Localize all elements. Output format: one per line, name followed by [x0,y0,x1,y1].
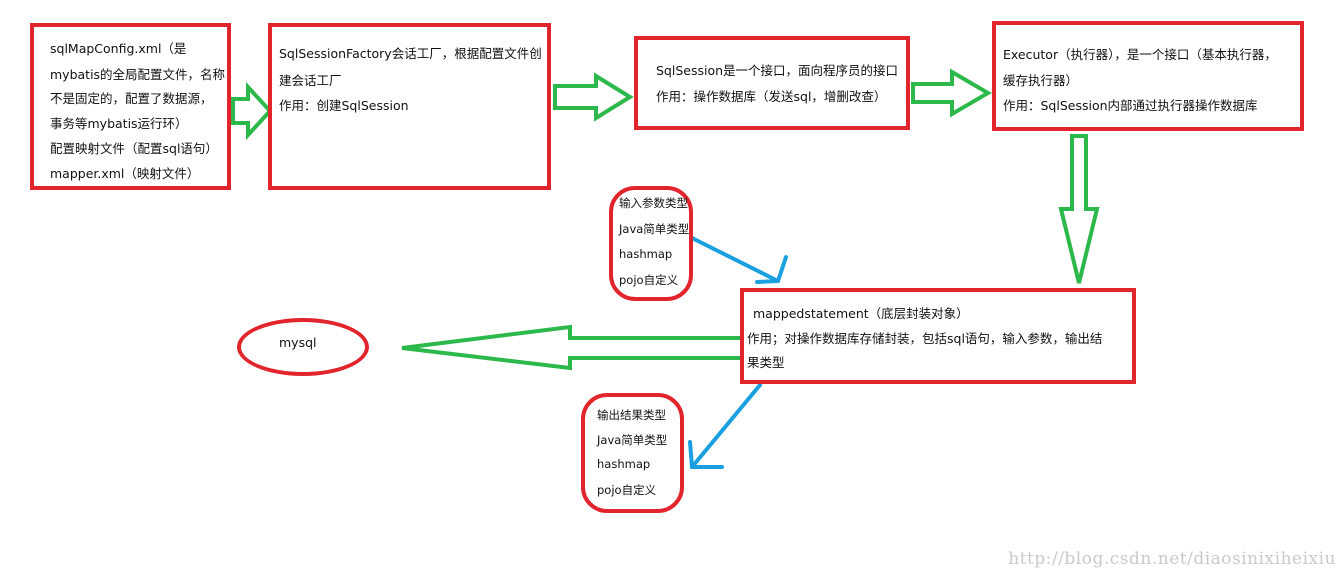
input-line-4: pojo自定义 [619,273,679,287]
mapped-statement-box: mappedstatement（底层封装对象） 作用；对操作数据库存储封装，包括… [740,288,1136,384]
arrow-session-to-executor [911,68,992,118]
input-type-oval: 输入参数类型 Java简单类型 hashmap pojo自定义 [609,186,693,301]
arrow-mapped-to-mysql [401,324,747,371]
config-line-2: mybatis的全局配置文件，名称 [50,67,226,82]
mysql-label: mysql [279,335,317,350]
factory-box: SqlSessionFactory会话工厂，根据配置文件创 建会话工厂 作用：创… [268,23,551,190]
executor-box: Executor（执行器），是一个接口（基本执行器， 缓存执行器） 作用：Sql… [992,21,1304,131]
config-line-5: 配置映射文件（配置sql语句） [50,141,218,156]
output-line-2: Java简单类型 [597,433,668,447]
input-line-1: 输入参数类型 [619,196,688,210]
executor-line-3: 作用：SqlSession内部通过执行器操作数据库 [1003,98,1258,113]
executor-line-1: Executor（执行器），是一个接口（基本执行器， [1003,47,1277,62]
input-line-3: hashmap [619,247,673,261]
input-line-2: Java简单类型 [619,222,690,236]
factory-line-2: 建会话工厂 [279,73,342,88]
arrow-mapped-to-output [688,383,762,469]
output-type-oval: 输出结果类型 Java简单类型 hashmap pojo自定义 [581,393,684,513]
arrow-executor-to-mapped [1058,134,1100,284]
factory-line-1: SqlSessionFactory会话工厂，根据配置文件创 [279,46,542,61]
config-line-4: 事务等mybatis运行环） [50,116,188,131]
session-line-2: 作用：操作数据库（发送sql，增删改查） [656,89,887,104]
mapped-line-1: mappedstatement（底层封装对象） [753,306,969,321]
arrow-input-to-mapped [690,236,788,284]
session-line-1: SqlSession是一个接口，面向程序员的接口 [656,63,899,78]
output-line-3: hashmap [597,457,651,471]
mapped-line-2: 作用；对操作数据库存储封装，包括sql语句，输入参数，输出结 [747,331,1103,346]
mapped-line-3: 果类型 [747,355,785,370]
output-line-1: 输出结果类型 [597,408,666,422]
config-line-3: 不是固定的，配置了数据源， [50,91,213,106]
arrow-factory-to-session [553,72,634,122]
config-line-6: mapper.xml（映射文件） [50,166,200,181]
arrow-config-to-factory [231,81,273,141]
config-line-1: sqlMapConfig.xml（是 [50,41,187,56]
factory-line-3: 作用：创建SqlSession [279,98,409,113]
session-box: SqlSession是一个接口，面向程序员的接口 作用：操作数据库（发送sql，… [634,36,910,130]
mysql-ellipse: mysql [237,318,369,376]
config-box: sqlMapConfig.xml（是 mybatis的全局配置文件，名称 不是固… [30,23,231,190]
executor-line-2: 缓存执行器） [1003,73,1079,88]
watermark-text: http://blog.csdn.net/diaosinixiheixiu [1008,549,1336,569]
output-line-4: pojo自定义 [597,483,657,497]
